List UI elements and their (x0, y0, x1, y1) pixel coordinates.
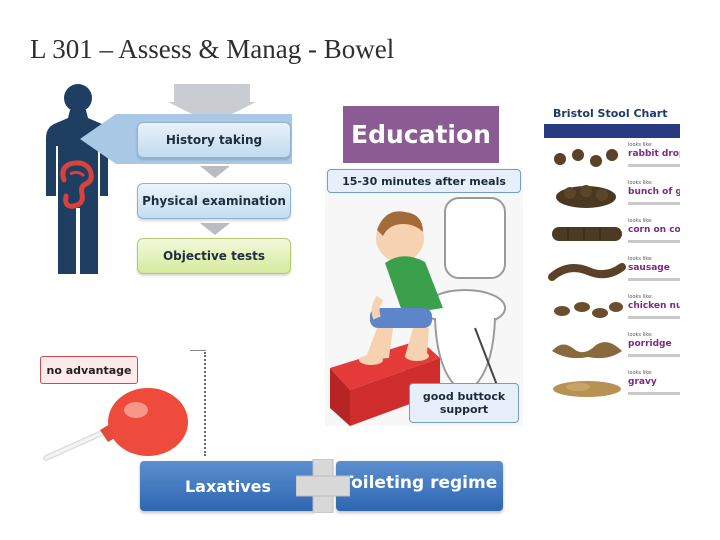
no-advantage-label: no advantage (40, 356, 138, 384)
flow-start-arrow-icon (168, 84, 256, 124)
stool-type-label: rabbit droppings (628, 149, 680, 159)
stool-description-line (628, 202, 680, 205)
education-banner: Education (343, 106, 499, 163)
bristol-header-bar (544, 124, 680, 138)
slide-title: L 301 – Assess & Manag - Bowel (30, 34, 395, 64)
stool-description-line (628, 278, 680, 281)
enema-bulb-icon (43, 388, 188, 461)
bristol-row-type-5: looks like: chicken nuggets (544, 292, 680, 328)
stool-type-2-icon (556, 185, 616, 208)
stool-type-7-icon (553, 381, 621, 397)
human-silhouette-icon (46, 84, 108, 274)
bristol-row-type-1: looks like: rabbit droppings (544, 140, 680, 176)
buttock-support-callout: good buttock support (409, 383, 519, 423)
stool-type-1-icon (554, 149, 618, 167)
looks-like-label: looks like: (628, 370, 653, 376)
looks-like-label: looks like: (628, 180, 653, 186)
buttock-support-line: support (439, 403, 489, 416)
down-arrow-icon (200, 166, 230, 178)
looks-like-label: looks like: (628, 218, 653, 224)
bristol-row-type-7: looks like: gravy (544, 368, 680, 404)
dotted-divider (204, 352, 206, 456)
buttock-support-line: good buttock (422, 390, 506, 403)
stool-type-label: corn on cob (628, 225, 680, 235)
stool-type-4-icon (548, 263, 626, 281)
bristol-chart-title: Bristol Stool Chart (544, 104, 680, 124)
bristol-row-type-2: looks like: bunch of grapes (544, 178, 680, 214)
stool-description-line (628, 392, 680, 395)
stool-description-line (628, 240, 680, 243)
objective-tests-step: Objective tests (137, 238, 291, 274)
divider-line (190, 350, 206, 351)
stool-description-line (628, 316, 680, 319)
meal-timing-callout: 15-30 minutes after meals (327, 169, 521, 193)
stool-type-label: gravy (628, 377, 657, 387)
bristol-row-type-6: looks like: porridge (544, 330, 680, 366)
down-arrow-icon (200, 223, 230, 235)
plus-icon (296, 459, 350, 513)
bristol-stool-chart: Bristol Stool Chart looks like: rabbit d… (544, 104, 680, 406)
history-taking-step: History taking (137, 122, 291, 158)
physical-examination-step: Physical examination (137, 183, 291, 219)
bristol-row-type-4: looks like: sausage (544, 254, 680, 290)
stool-type-label: porridge (628, 339, 672, 349)
laxatives-bar: Laxatives (140, 461, 316, 511)
stool-type-3-icon (552, 227, 622, 241)
stool-description-line (628, 354, 680, 357)
toileting-regime-bar: Toileting regime (336, 461, 503, 511)
looks-like-label: looks like: (628, 256, 653, 262)
stool-type-5-icon (554, 302, 623, 318)
looks-like-label: looks like: (628, 142, 653, 148)
stool-type-6-icon (552, 342, 622, 359)
stool-description-line (628, 164, 680, 167)
stool-type-label: chicken nuggets (628, 301, 680, 311)
bristol-row-type-3: looks like: corn on cob (544, 216, 680, 252)
stool-type-label: sausage (628, 263, 670, 273)
stool-type-label: bunch of grapes (628, 187, 680, 197)
looks-like-label: looks like: (628, 332, 653, 338)
looks-like-label: looks like: (628, 294, 653, 300)
